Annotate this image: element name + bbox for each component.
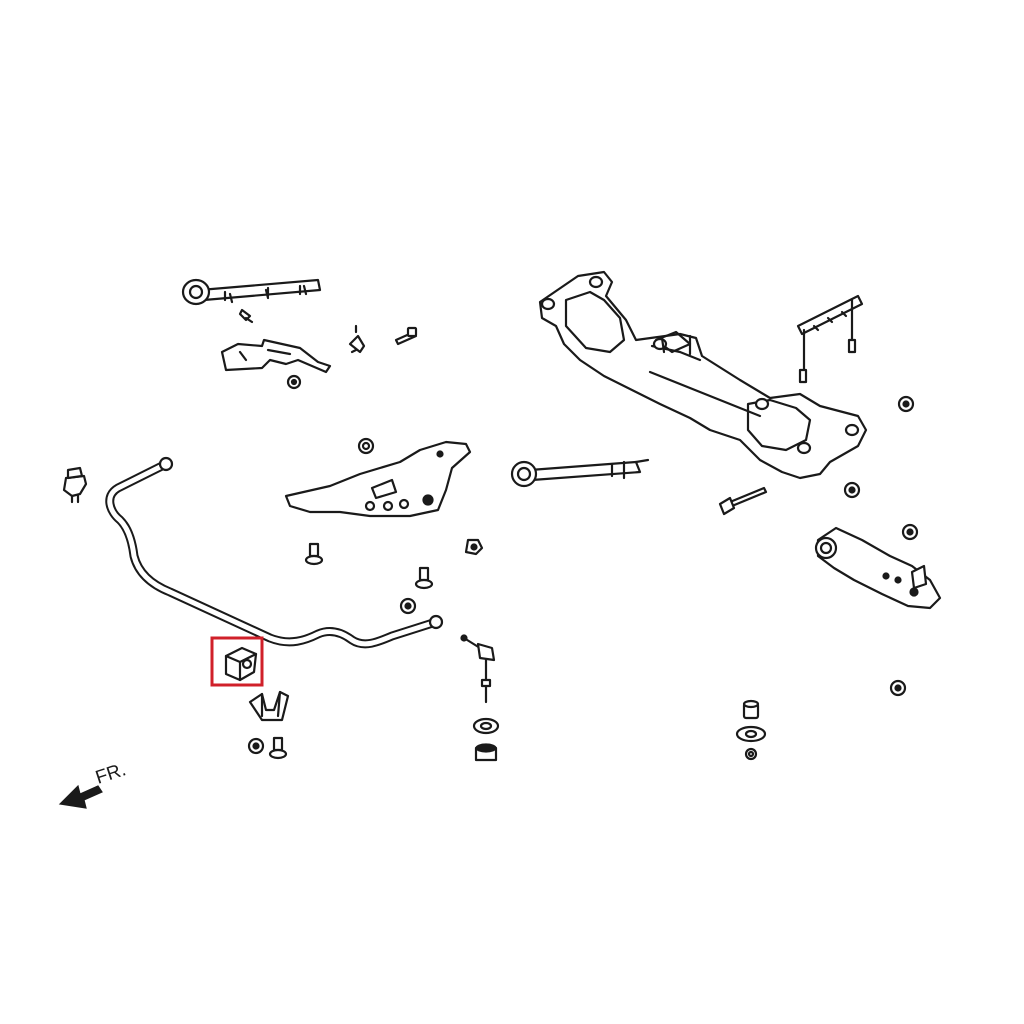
nut-bracket xyxy=(247,737,265,755)
mount-bracket xyxy=(220,338,332,374)
stabilizer-bar-bushing[interactable] xyxy=(224,646,258,682)
bolt-small-a xyxy=(238,308,254,324)
bolt-flange-a xyxy=(304,542,324,566)
nut-lower-right xyxy=(889,679,907,697)
front-direction-label: FR. xyxy=(93,759,129,788)
highlight-box xyxy=(210,636,264,687)
nut-arm xyxy=(901,523,919,541)
stabilizer-link xyxy=(460,634,496,704)
mount-bushing-stack xyxy=(735,699,767,761)
push-clip xyxy=(62,466,88,504)
lower-control-arm xyxy=(814,526,942,610)
nut-right-a xyxy=(897,395,915,413)
support-bracket-right xyxy=(796,294,864,384)
nut-small-a xyxy=(286,374,302,390)
link-washer xyxy=(472,717,500,735)
tension-rod-upper xyxy=(181,278,322,306)
bolt-bracket xyxy=(268,736,288,760)
bushing-bracket xyxy=(248,690,290,722)
front-crossmember xyxy=(538,270,868,480)
clip-bolt xyxy=(348,324,366,354)
lower-arm-bracket xyxy=(284,440,472,518)
nut-flange-a xyxy=(464,538,484,556)
nut-right-b xyxy=(843,481,861,499)
bolt-small-b xyxy=(394,326,418,346)
long-bolt xyxy=(718,486,768,516)
bolt-flange-b xyxy=(414,566,434,590)
link-bushing xyxy=(474,743,498,762)
washer-middle xyxy=(357,437,375,455)
tension-rod-middle xyxy=(510,458,650,488)
stabilizer-bar xyxy=(105,456,444,649)
nut-flange-b xyxy=(399,597,417,615)
front-direction-arrow: FR. xyxy=(58,759,129,809)
